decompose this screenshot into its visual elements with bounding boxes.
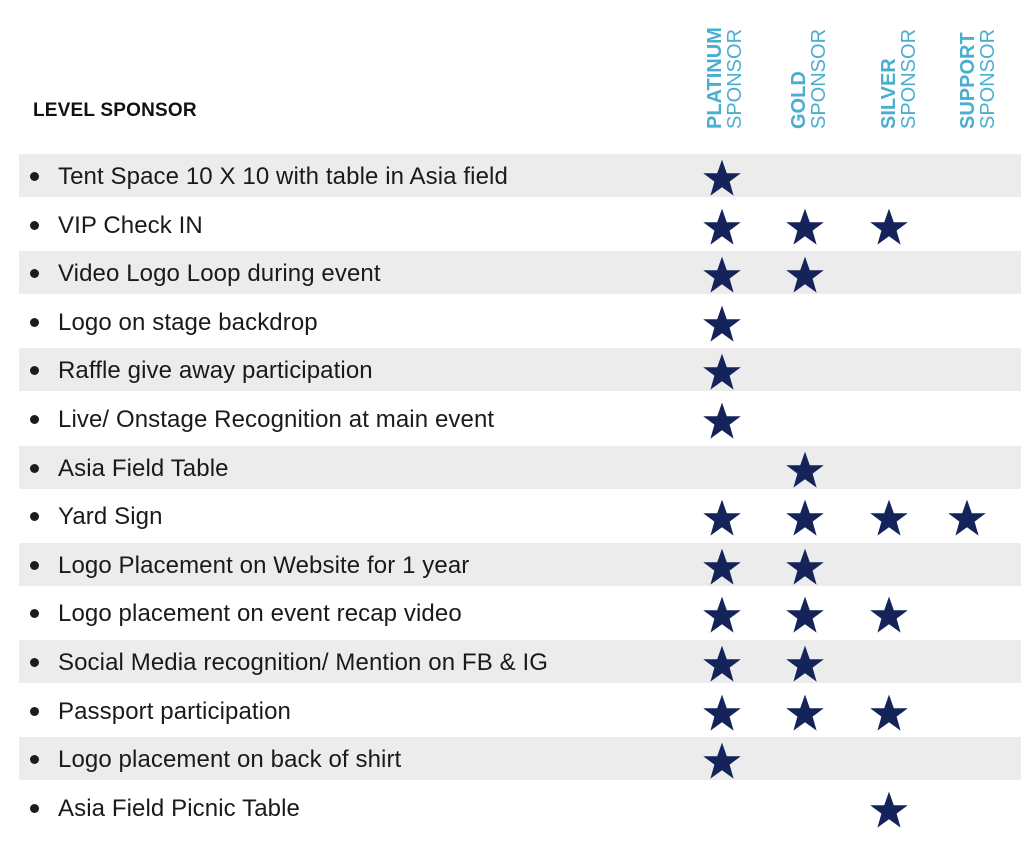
benefit-row: Logo Placement on Website for 1 year — [19, 542, 1021, 587]
tier-name: SUPPORT — [957, 32, 979, 129]
tier-name: SILVER — [878, 58, 900, 129]
star-icon — [869, 693, 909, 733]
tier-word: SPONSOR — [808, 28, 830, 129]
star-icon — [702, 547, 742, 587]
benefit-label: Logo Placement on Website for 1 year — [58, 551, 470, 579]
bullet-icon — [30, 609, 39, 619]
star-icon — [702, 255, 742, 295]
bullet-icon — [30, 560, 39, 570]
column-header-support: SUPPORT SPONSOR — [951, 5, 1005, 129]
benefit-label: Yard Sign — [58, 503, 163, 531]
benefit-row: Logo on stage backdrop — [19, 300, 1021, 343]
star-icon — [947, 498, 987, 538]
benefit-row: Raffle give away participation — [19, 348, 1021, 392]
column-header-platinum: PLATINUM SPONSOR — [698, 5, 752, 129]
star-icon — [785, 693, 825, 733]
bullet-icon — [30, 706, 39, 716]
benefit-label: Logo placement on back of shirt — [58, 746, 402, 774]
star-icon — [869, 207, 909, 247]
benefit-row: Logo placement on event recap video — [19, 591, 1021, 634]
star-icon — [785, 547, 825, 587]
benefit-row: Passport participation — [19, 689, 1021, 732]
benefit-row: VIP Check IN — [19, 203, 1021, 246]
bullet-icon — [30, 803, 39, 813]
benefit-label: Social Media recognition/ Mention on FB … — [58, 648, 548, 676]
benefit-row: Live/ Onstage Recognition at main event — [19, 397, 1021, 440]
star-icon — [702, 644, 742, 684]
benefit-row: Asia Field Table — [19, 445, 1021, 490]
bullet-icon — [30, 463, 39, 473]
star-icon — [785, 450, 825, 490]
bullet-icon — [30, 512, 39, 522]
tier-name: GOLD — [788, 71, 810, 129]
level-sponsor-title: LEVEL SPONSOR — [33, 100, 197, 121]
benefit-label: Passport participation — [58, 697, 291, 725]
column-header-gold: GOLD SPONSOR — [782, 5, 836, 129]
star-icon — [702, 158, 742, 198]
star-icon — [869, 595, 909, 635]
star-icon — [702, 595, 742, 635]
bullet-icon — [30, 220, 39, 230]
tier-word: SPONSOR — [977, 28, 999, 129]
bullet-icon — [30, 317, 39, 327]
star-icon — [785, 207, 825, 247]
bullet-icon — [30, 172, 39, 181]
benefit-row: Video Logo Loop during event — [19, 251, 1021, 295]
star-icon — [702, 352, 742, 392]
star-icon — [702, 741, 742, 781]
bullet-icon — [30, 414, 39, 424]
bullet-icon — [30, 269, 39, 279]
bullet-icon — [30, 755, 39, 765]
benefit-label: Logo placement on event recap video — [58, 600, 462, 628]
star-icon — [869, 498, 909, 538]
benefit-label: Logo on stage backdrop — [58, 308, 318, 336]
star-icon — [702, 693, 742, 733]
tier-name: PLATINUM — [704, 27, 726, 129]
benefit-row: Logo placement on back of shirt — [19, 737, 1021, 781]
bullet-icon — [30, 657, 39, 667]
star-icon — [702, 304, 742, 344]
benefit-row: Asia Field Picnic Table — [19, 786, 1021, 829]
benefit-label: Live/ Onstage Recognition at main event — [58, 405, 495, 433]
benefit-label: Tent Space 10 X 10 with table in Asia fi… — [58, 163, 508, 190]
star-icon — [785, 595, 825, 635]
benefit-label: Raffle give away participation — [58, 357, 373, 385]
star-icon — [702, 207, 742, 247]
star-icon — [869, 790, 909, 830]
star-icon — [702, 401, 742, 441]
column-header-silver: SILVER SPONSOR — [872, 5, 926, 129]
bullet-icon — [30, 366, 39, 376]
benefit-label: VIP Check IN — [58, 211, 203, 239]
benefit-label: Video Logo Loop during event — [58, 260, 381, 288]
star-icon — [702, 498, 742, 538]
benefits-table: Tent Space 10 X 10 with table in Asia fi… — [19, 154, 1021, 834]
star-icon — [785, 498, 825, 538]
benefit-row: Social Media recognition/ Mention on FB … — [19, 639, 1021, 684]
benefit-label: Asia Field Picnic Table — [58, 794, 300, 822]
star-icon — [785, 255, 825, 295]
tier-word: SPONSOR — [898, 28, 920, 129]
benefit-label: Asia Field Table — [58, 454, 229, 482]
benefit-row: Tent Space 10 X 10 with table in Asia fi… — [19, 154, 1021, 197]
tier-word: SPONSOR — [724, 28, 746, 129]
star-icon — [785, 644, 825, 684]
benefit-row: Yard Sign — [19, 494, 1021, 537]
